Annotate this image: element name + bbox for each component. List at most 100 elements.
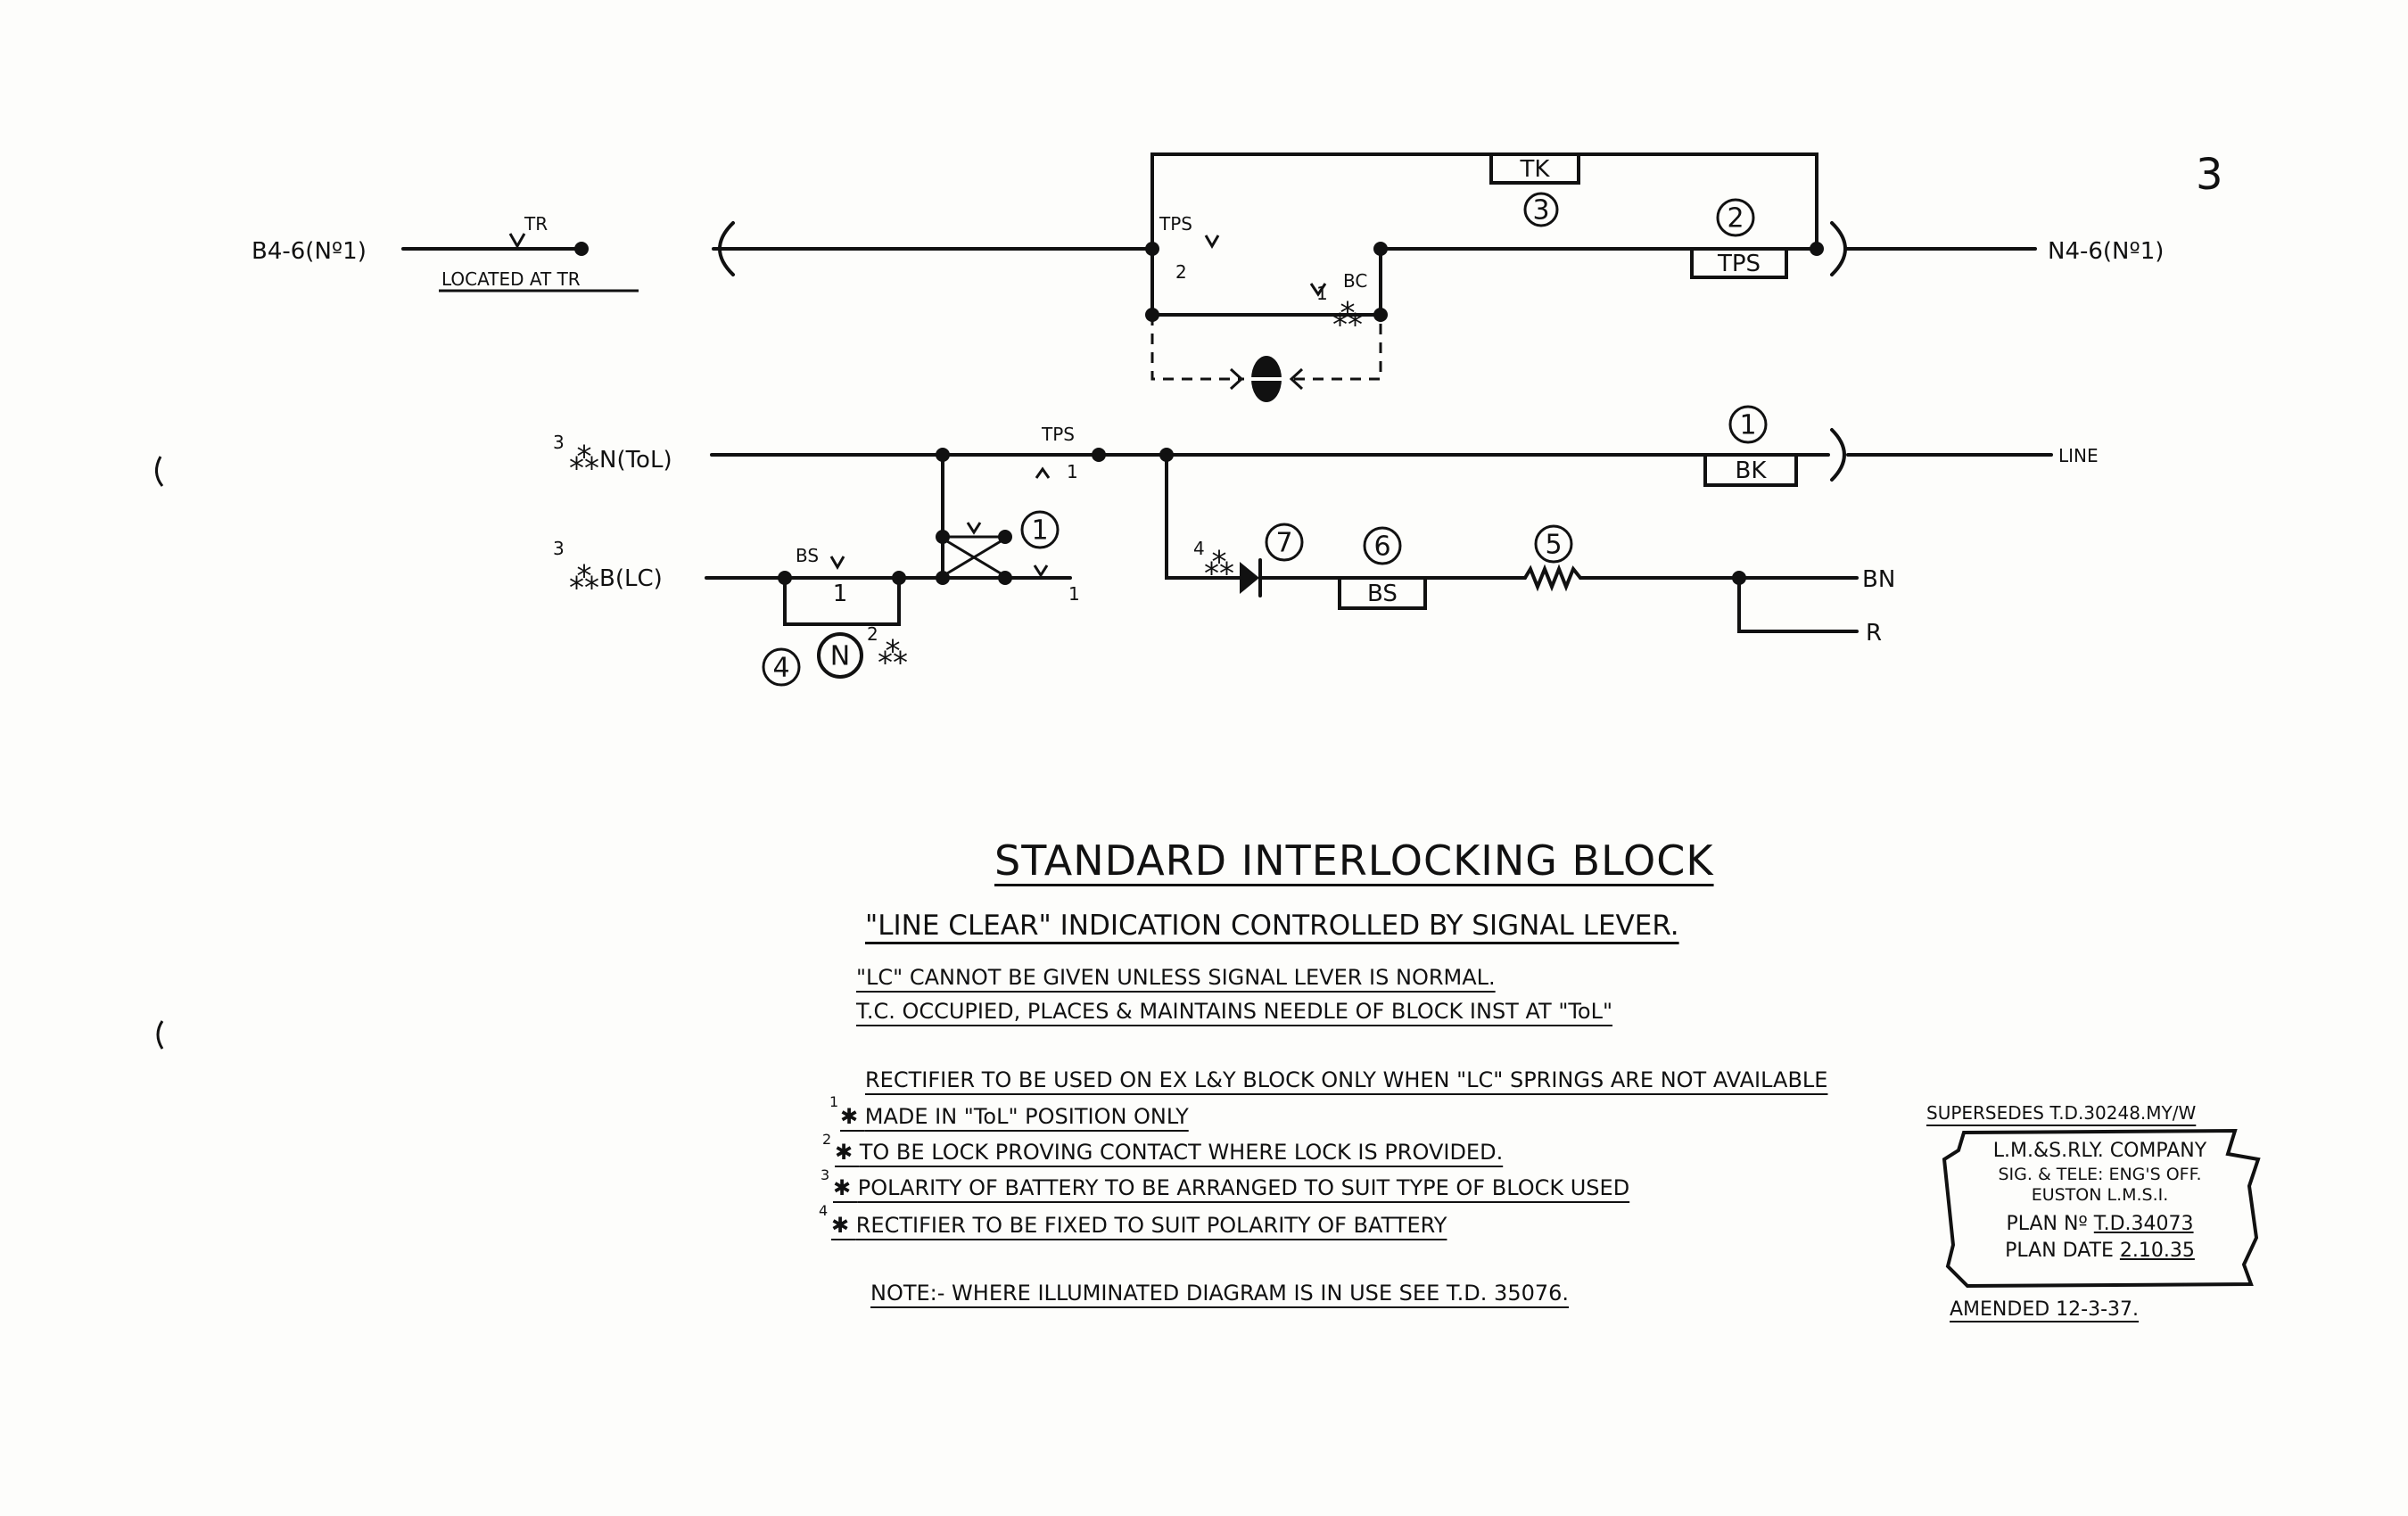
tk-label: TK xyxy=(1520,156,1551,183)
footnote-text: ✱ RECTIFIER TO BE FIXED TO SUIT POLARITY… xyxy=(831,1213,1447,1238)
stamp-plan-number: T.D.34073 xyxy=(2093,1213,2194,1235)
lever-number-circle xyxy=(1020,510,1060,549)
footnote-mark: 2 xyxy=(822,1131,832,1148)
stamp-plan-date: 2.10.35 xyxy=(2119,1240,2195,1262)
note-line: "LC" CANNOT BE GIVEN UNLESS SIGNAL LEVER… xyxy=(856,965,1496,990)
stamp-location: EUSTON L.M.S.I. xyxy=(2031,1185,2169,1205)
supersedes-note: SUPERSEDES T.D.30248.MY/W xyxy=(1926,1102,2197,1124)
needle-asterisk-icon: ⁂ xyxy=(878,636,908,671)
r-wire xyxy=(1737,576,1859,633)
terminal-b-lc: B(LC) xyxy=(599,565,663,592)
lever-contact-number: 1 xyxy=(1068,583,1080,605)
bs-relay-number-circle xyxy=(1363,526,1402,565)
tk-number: 3 xyxy=(1532,195,1549,227)
edge-mark xyxy=(156,1020,164,1050)
rectifier-asterisk-icon: ⁂ xyxy=(1204,547,1234,582)
lower-circuit: 3 ⁂ N(ToL) 3 ⁂ B(LC) BS 1 4 N 2 ⁂ xyxy=(553,405,2099,687)
stamp-date-row: PLAN DATE 2.10.35 xyxy=(1946,1238,2254,1265)
bc-contact-mark xyxy=(1309,283,1327,297)
amended-note: AMENDED 12-3-37. xyxy=(1950,1298,2140,1321)
battery-number: 4 xyxy=(772,653,789,684)
tr-label: TR xyxy=(524,213,548,235)
tr-junction xyxy=(574,242,589,256)
bc-label: BC xyxy=(1343,270,1367,292)
bk-relay xyxy=(1703,453,1798,487)
tps-relay xyxy=(1690,247,1788,279)
terminal-n4-6: N4-6(Nº1) xyxy=(2048,238,2164,265)
footnote-text: ✱ MADE IN "ToL" POSITION ONLY xyxy=(840,1104,1189,1129)
junction xyxy=(1092,448,1106,462)
needle-note-mark: 2 xyxy=(867,623,878,645)
tk-number-circle xyxy=(1523,192,1559,227)
resistor-number: 5 xyxy=(1545,530,1562,561)
terminal-asterisk-icon: ⁂ xyxy=(569,441,599,477)
tps-contact-number: 2 xyxy=(1175,261,1187,283)
lever-circle-number: 1 xyxy=(1031,515,1048,547)
bk-label: BK xyxy=(1736,457,1768,484)
terminal-b4-6: B4-6(Nº1) xyxy=(252,238,367,265)
tps-relay-number: 2 xyxy=(1727,203,1744,235)
bs-relay-label: BS xyxy=(1367,581,1398,607)
junction xyxy=(936,571,950,585)
upper-circuit: B4-6(Nº1) TR LOCATED AT TR TK 3 TPS 2 xyxy=(252,152,2164,402)
tps-contact-label: TPS xyxy=(1159,213,1192,235)
lever-cross-b xyxy=(946,540,1002,575)
stamp-date-label: PLAN DATE xyxy=(2005,1240,2114,1262)
bs-contact-mark xyxy=(829,556,845,570)
terminal-n-tol: N(ToL) xyxy=(599,447,672,474)
terminal-asterisk-icon: ⁂ xyxy=(569,561,599,597)
bk-number-circle xyxy=(1728,405,1768,444)
junction xyxy=(998,571,1012,585)
line-label: LINE xyxy=(2058,445,2099,466)
junction xyxy=(1810,242,1824,256)
rectifier-note-mark: 4 xyxy=(1193,538,1205,559)
needle-circle xyxy=(817,632,863,679)
bs-contact-number: 1 xyxy=(833,581,848,607)
arrow-left-icon xyxy=(1289,367,1304,391)
tps-label: TPS xyxy=(1041,424,1075,445)
stamp-company: L.M.&S.RLY. COMPANY xyxy=(1992,1140,2207,1162)
stamp-plan-row: PLAN Nº T.D.34073 xyxy=(1946,1211,2254,1238)
company-stamp: L.M.&S.RLY. COMPANY SIG. & TELE: ENG'S O… xyxy=(1946,1125,2254,1284)
line-bracket xyxy=(1830,428,1846,482)
footnote-mark: 4 xyxy=(819,1202,829,1219)
note-line: RECTIFIER TO BE USED ON EX L&Y BLOCK ONL… xyxy=(865,1067,1828,1092)
drawing-title: STANDARD INTERLOCKING BLOCK xyxy=(994,836,1714,885)
battery-number-circle xyxy=(762,647,801,687)
tr-contact-mark xyxy=(508,233,526,250)
bs-contact-box xyxy=(783,576,901,626)
tps-contact-number: 1 xyxy=(1067,461,1078,482)
arrow-right-icon xyxy=(1229,367,1244,391)
tps-contact-mark xyxy=(1204,235,1220,249)
bc-asterisk-icon: ⁂ xyxy=(1332,298,1363,334)
final-note: NOTE:- WHERE ILLUMINATED DIAGRAM IS IN U… xyxy=(870,1281,1570,1306)
tps-relay-number-circle xyxy=(1716,198,1755,237)
footnote-text: ✱ POLARITY OF BATTERY TO BE ARRANGED TO … xyxy=(833,1175,1630,1200)
footnote-text: ✱ TO BE LOCK PROVING CONTACT WHERE LOCK … xyxy=(835,1140,1504,1165)
note-line: T.C. OCCUPIED, PLACES & MAINTAINS NEEDLE… xyxy=(856,999,1613,1024)
sheet-number: 3 xyxy=(2196,150,2223,200)
lever-v-mark xyxy=(1033,564,1049,578)
bs-contact-label: BS xyxy=(796,545,819,566)
tps-relay-label: TPS xyxy=(1717,251,1761,277)
located-note: LOCATED AT TR xyxy=(441,268,581,290)
resistor-icon xyxy=(1523,564,1582,592)
terminal-note-mark: 3 xyxy=(553,432,565,453)
bs-relay-number: 6 xyxy=(1373,531,1390,563)
needle-label: N xyxy=(830,641,850,672)
bs-relay xyxy=(1338,576,1427,610)
tps-contact-mark xyxy=(1035,466,1051,479)
stamp-office: SIG. & TELE: ENG'S OFF. xyxy=(1998,1165,2202,1184)
right-bracket xyxy=(1830,221,1847,276)
junction xyxy=(936,448,950,462)
bn-label: BN xyxy=(1862,566,1895,593)
rectifier-diode-icon xyxy=(1240,562,1259,594)
bc-contact-number: 1 xyxy=(1316,283,1328,304)
tk-loop-wire xyxy=(1150,152,1818,251)
stamp-plan-label: PLAN Nº xyxy=(2006,1213,2088,1235)
rectifier-number: 7 xyxy=(1275,528,1292,559)
terminal-note-mark: 3 xyxy=(553,538,565,559)
resistor-number-circle xyxy=(1534,524,1573,564)
